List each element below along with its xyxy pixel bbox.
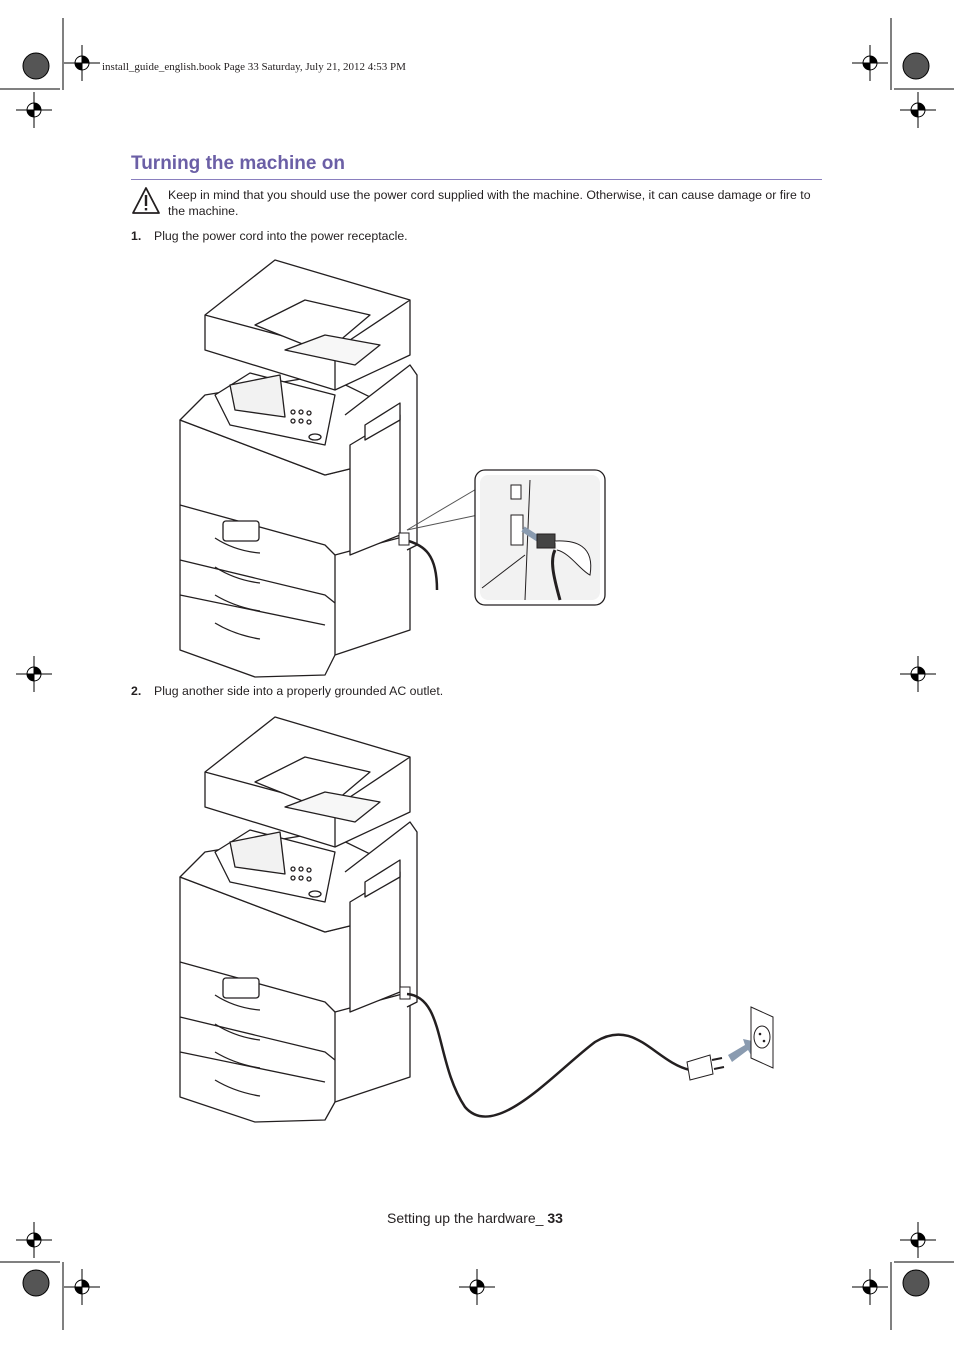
crosshair-mark: [851, 44, 889, 82]
crosshair-mark: [15, 91, 53, 129]
step-number: 2.: [131, 684, 142, 698]
starburst-mark-top-left: [22, 52, 50, 80]
crosshair-mark: [899, 655, 937, 693]
crosshair-mark: [899, 1221, 937, 1259]
step-number: 1.: [131, 229, 142, 243]
crosshair-mark: [899, 91, 937, 129]
crosshair-mark: [458, 1268, 496, 1306]
step-text: Plug another side into a properly ground…: [154, 684, 444, 698]
step-2: 2. Plug another side into a properly grou…: [131, 684, 443, 698]
machine-illustration-receptacle: [179, 259, 606, 678]
starburst-mark-bottom-right: [902, 1269, 930, 1297]
starburst-mark-bottom-left: [22, 1269, 50, 1297]
page-number: 33: [547, 1210, 563, 1226]
caution-text: Keep in mind that you should use the pow…: [168, 188, 811, 218]
crosshair-mark: [63, 44, 101, 82]
crosshair-mark: [15, 1221, 53, 1259]
title-divider: [131, 179, 822, 180]
machine-illustration-ac-outlet: [179, 716, 774, 1123]
crosshair-mark: [63, 1268, 101, 1306]
starburst-mark-top-right: [902, 52, 930, 80]
plug-icon: [686, 1054, 725, 1081]
step-text: Plug the power cord into the power recep…: [154, 229, 408, 243]
ac-outlet-icon: [750, 1006, 774, 1069]
step-1: 1. Plug the power cord into the power rec…: [131, 229, 408, 243]
section-title: Turning the machine on: [131, 153, 345, 174]
page-footer: Setting up the hardware_ 33: [387, 1210, 563, 1226]
footer-label: Setting up the hardware_: [387, 1210, 544, 1226]
crosshair-mark: [15, 655, 53, 693]
caution-triangle-icon: [132, 187, 160, 214]
book-header: install_guide_english.book Page 33 Satur…: [102, 61, 406, 73]
crosshair-mark: [851, 1268, 889, 1306]
